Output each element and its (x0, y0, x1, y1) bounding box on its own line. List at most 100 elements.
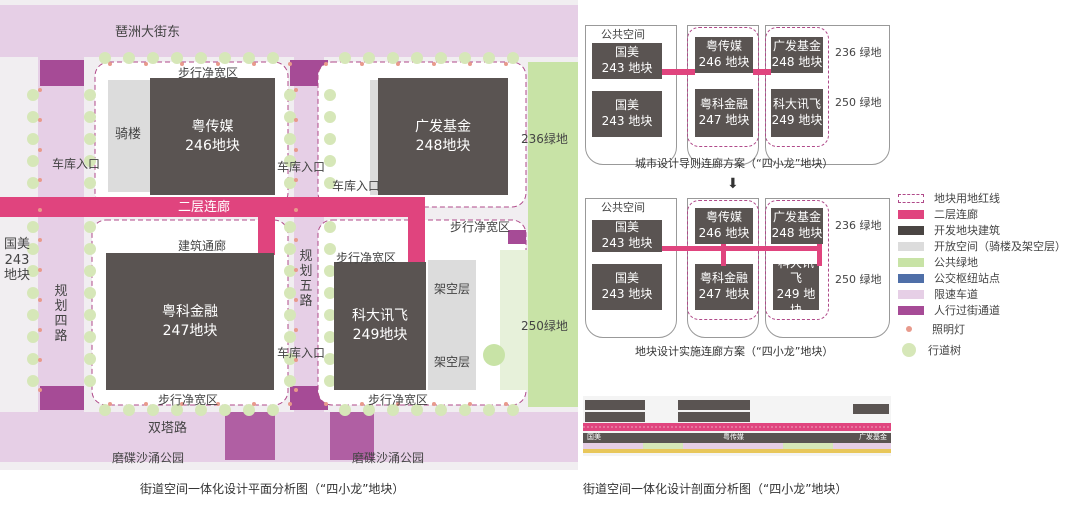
tree-mark (27, 89, 39, 101)
walk-label-248: 步行净宽区 (450, 220, 511, 234)
tree-mark (171, 404, 183, 416)
mini-top-248[interactable]: 广发基金 248 地块 (771, 37, 823, 73)
arcade-area (108, 80, 150, 192)
lamp-mark (294, 328, 298, 332)
tree-mark (435, 404, 447, 416)
legend-item: 公共绿地 (898, 255, 978, 269)
legend-item: 开放空间（骑楼及架空层） (898, 239, 1066, 253)
lamp-mark (38, 148, 42, 152)
tree-mark (99, 404, 111, 416)
block-247[interactable]: 粤科金融 247地块 (106, 253, 274, 390)
walk-label-249: 步行净宽区 (336, 251, 397, 265)
tree-mark (284, 287, 296, 299)
tree-mark (84, 375, 96, 387)
section-caption: 街道空间一体化设计剖面分析图（“四小龙”地块） (583, 482, 848, 496)
park-label-right: 磨碟沙涌公园 (352, 451, 425, 465)
tree-mark (459, 404, 471, 416)
street-trees (27, 52, 519, 416)
tree-mark (84, 155, 96, 167)
lamp-mark (468, 62, 472, 66)
block-249[interactable]: 科大讯飞 249地块 (334, 262, 426, 390)
section-diagram: 国美 粤传媒 广发基金 (583, 396, 891, 456)
street-bottom-label: 双塔路 (148, 421, 188, 436)
mini-top-green-236: 236 绿地 (835, 46, 882, 59)
mini-bottom-243b[interactable]: 国美 243 地块 (592, 264, 662, 310)
tree-mark (27, 111, 39, 123)
mini-bottom-243a[interactable]: 国美 243 地块 (592, 220, 662, 252)
lamp-mark (38, 268, 42, 272)
green-250-label: 250绿地 (521, 319, 568, 333)
tree-mark (243, 404, 255, 416)
mini-bottom-246[interactable]: 粤传媒 246 地块 (695, 208, 753, 244)
tree-mark (324, 221, 336, 233)
block-248[interactable]: 广发基金 248地块 (378, 78, 508, 195)
tree-mark (147, 52, 159, 64)
block-246[interactable]: 粤传媒 246地块 (150, 78, 275, 195)
lamp-mark (108, 62, 112, 66)
mini-top-green-250: 250 绿地 (835, 96, 882, 109)
lamp-mark (294, 88, 298, 92)
mini-bottom: 公共空间 国美 243 地块 国美 243 地块 粤传媒 246 地块 粤科金融… (585, 198, 890, 338)
tree-mark (324, 375, 336, 387)
street-top-label: 琶洲大街东 (115, 25, 181, 40)
tree-mark (27, 221, 39, 233)
mini-top-246[interactable]: 粤传媒 246 地块 (695, 37, 753, 73)
mid-road-label: 规划五路 (299, 249, 313, 309)
tree-mark (267, 404, 279, 416)
tree-mark (324, 331, 336, 343)
tree-mark (324, 155, 336, 167)
lamp-mark (294, 238, 298, 242)
tree-mark (284, 331, 296, 343)
lamp-mark (216, 402, 220, 406)
tree-mark (363, 52, 375, 64)
open-layer-area (428, 260, 476, 390)
mini-top-243a[interactable]: 国美 243 地块 (592, 43, 662, 79)
tree-mark (284, 353, 296, 365)
tree-mark (324, 309, 336, 321)
mini-top-243b[interactable]: 国美 243 地块 (592, 91, 662, 137)
plan-caption: 街道空间一体化设计平面分析图（“四小龙”地块） (140, 482, 405, 496)
mini-bottom-247[interactable]: 粤科金融 247 地块 (695, 264, 753, 310)
road-top (0, 5, 578, 57)
legend-item: 人行过街通道 (898, 303, 1000, 317)
lamp-mark (38, 238, 42, 242)
tree-mark (284, 375, 296, 387)
tree-mark (147, 404, 159, 416)
lamp-mark (324, 402, 328, 406)
tree-mark (324, 353, 336, 365)
tree-mark (411, 404, 423, 416)
tree-mark (219, 404, 231, 416)
mini-top-249[interactable]: 科大讯飞 249 地块 (771, 89, 823, 137)
lamp-mark (396, 402, 400, 406)
tree-mark (324, 287, 336, 299)
left-road-label: 规划四路 (54, 284, 68, 344)
lamp-mark (38, 178, 42, 182)
tree-mark (483, 52, 495, 64)
mini-top-247[interactable]: 粤科金融 247 地块 (695, 89, 753, 137)
tree-mark (324, 133, 336, 145)
tree-mark (387, 52, 399, 64)
lamp-mark (294, 388, 298, 392)
tree-mark (324, 177, 336, 189)
tree-mark (284, 221, 296, 233)
mini-bottom-249[interactable]: 科大讯飞 249 地块 (773, 256, 819, 317)
open-layer-label-1: 架空层 (434, 282, 471, 296)
tree-mark (411, 52, 423, 64)
corridor-label: 二层连廊 (178, 200, 231, 215)
tree-mark (195, 404, 207, 416)
lamp-mark (38, 328, 42, 332)
legend-item: 二层连廊 (898, 207, 978, 221)
mini-bottom-248[interactable]: 广发基金 248 地块 (771, 208, 823, 244)
lamp-mark (324, 62, 328, 66)
tree-mark (123, 52, 135, 64)
open-layer-label-2: 架空层 (434, 355, 471, 369)
walk-label-bottom-right: 步行净宽区 (368, 393, 429, 407)
lamp-mark (432, 402, 436, 406)
tree-mark (324, 89, 336, 101)
tree-mark (284, 111, 296, 123)
lamp-mark (180, 402, 184, 406)
tree-mark (324, 243, 336, 255)
tree-mark (84, 177, 96, 189)
garage-label-248: 车库入口 (332, 179, 381, 193)
green-236-label: 236绿地 (521, 132, 568, 146)
